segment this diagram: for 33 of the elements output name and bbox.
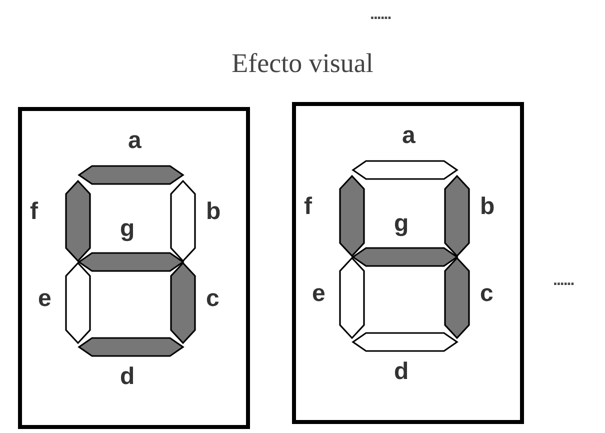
- display-segment: [65, 262, 91, 344]
- segment-letter: d: [394, 360, 409, 384]
- display-segment: [339, 257, 365, 339]
- display-frame: [18, 107, 250, 429]
- segment-letter: c: [206, 287, 220, 311]
- segment-letter: g: [120, 217, 135, 241]
- segment-letter: d: [120, 365, 135, 389]
- segment-letter: c: [480, 282, 494, 306]
- ellipsis-text: ......: [553, 272, 574, 290]
- display-segment: [65, 180, 91, 262]
- display-frame: [292, 102, 524, 424]
- title: Efecto visual: [232, 48, 374, 78]
- display-segment: [170, 180, 196, 262]
- segment-letter: b: [206, 200, 221, 224]
- display-segment: [78, 337, 184, 357]
- segment-letter: f: [304, 195, 312, 219]
- display-segment: [339, 175, 365, 257]
- segment-letter: a: [402, 124, 416, 148]
- display-segment: [352, 332, 458, 352]
- display-segment: [444, 175, 470, 257]
- display-segment: [352, 160, 458, 180]
- segment-letter: a: [128, 129, 142, 153]
- segment-letter: e: [312, 282, 326, 306]
- display-segment: [78, 252, 184, 272]
- display-segment: [352, 247, 458, 267]
- segment-letter: b: [480, 195, 495, 219]
- segment-letter: f: [30, 200, 38, 224]
- segment-letter: g: [394, 212, 409, 236]
- ellipsis-text: ......: [370, 6, 391, 24]
- display-segment: [444, 257, 470, 339]
- display-segment: [170, 262, 196, 344]
- segment-letter: e: [38, 287, 52, 311]
- display-segment: [78, 165, 184, 185]
